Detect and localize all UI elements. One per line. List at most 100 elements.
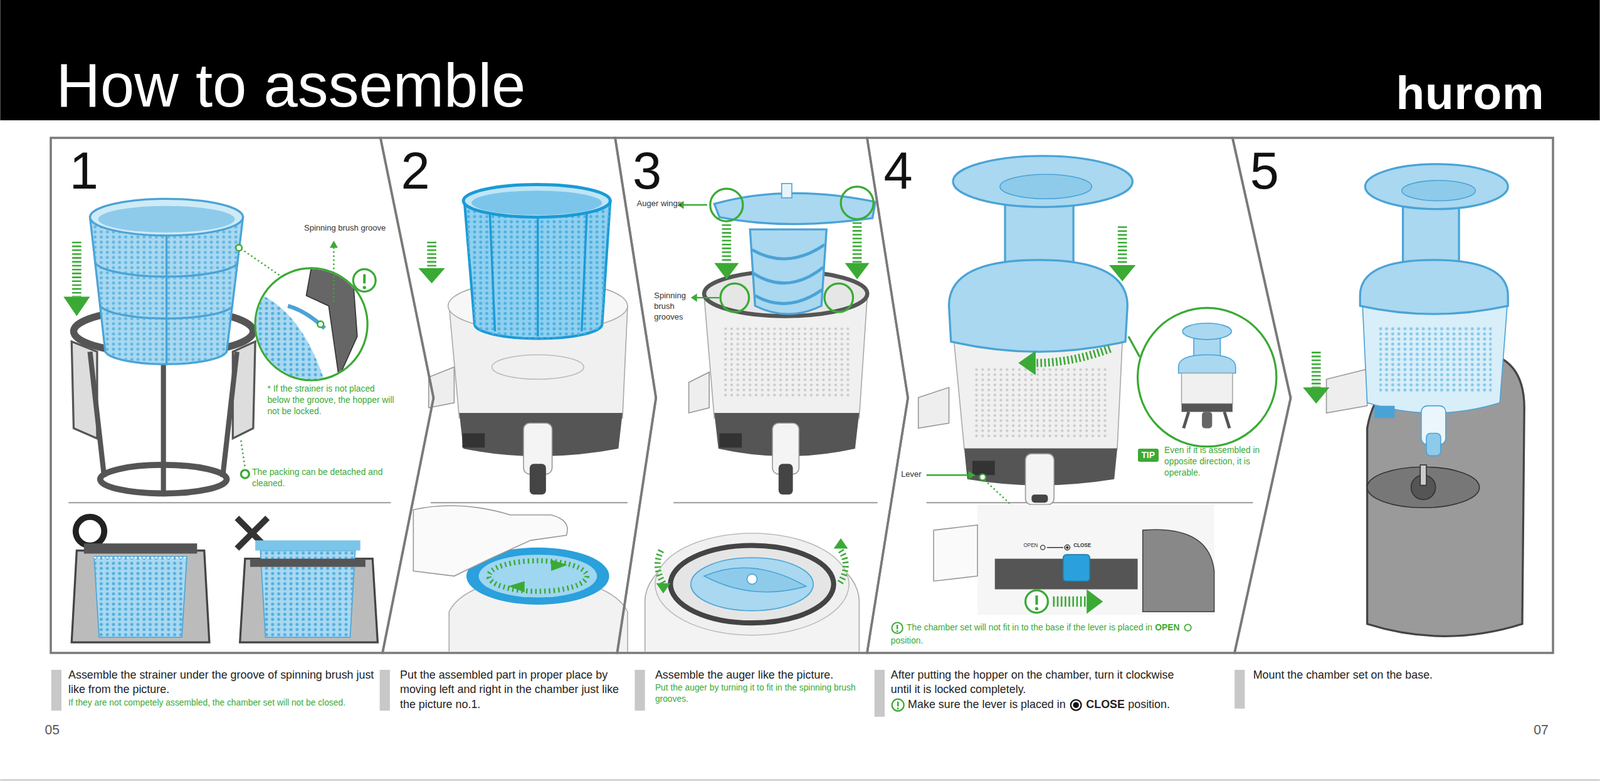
auger <box>840 186 874 220</box>
auger <box>752 245 826 260</box>
strainer-turning <box>413 505 568 577</box>
warning-icon <box>892 699 905 712</box>
green-arrow <box>63 296 90 316</box>
close-icon <box>1070 700 1082 711</box>
panel-outline <box>1232 137 1553 654</box>
tip-text: Even if it is assembled in opposite dire… <box>1164 445 1262 479</box>
auger <box>824 283 854 313</box>
step-caption: After putting the hopper on the chamber,… <box>890 668 1197 698</box>
tip-text: TIP <box>1141 450 1155 461</box>
lever-closeup <box>1142 529 1215 612</box>
step-note: If they are not competely assembled, the… <box>68 697 375 710</box>
caption-block: Assemble the strainer under the groove o… <box>68 668 375 710</box>
auger <box>852 222 863 264</box>
step-caption: Make sure the lever is placed in <box>907 698 1066 711</box>
tip-zoom <box>1128 307 1277 447</box>
step-caption: position. <box>1127 698 1170 711</box>
auger-top-view <box>746 574 757 585</box>
step-panel: 3 <box>615 137 908 654</box>
warning-icon <box>890 621 904 635</box>
juicer-on-base <box>1379 326 1492 394</box>
tip-zoom <box>1201 411 1212 429</box>
hopper-assembly <box>1018 351 1036 376</box>
strainer-placed <box>489 214 495 332</box>
auger-top-view <box>690 557 814 612</box>
right-wrong-examples <box>255 540 361 551</box>
step-number: 4 <box>883 144 913 197</box>
chamber-with-holder <box>722 326 851 399</box>
strainer-placed <box>464 201 611 340</box>
panel-outline <box>615 137 908 654</box>
auger <box>714 263 739 280</box>
strainer-placed <box>418 268 445 284</box>
chamber <box>492 354 584 380</box>
panel-outline <box>380 137 656 654</box>
strainer-placed <box>471 190 602 216</box>
lever-closeup <box>977 504 1214 616</box>
groove-zoom <box>235 245 243 252</box>
panel-outline <box>380 137 656 654</box>
tip-zoom <box>1182 323 1232 340</box>
step-caption: Mount the chamber set on the base. <box>1253 668 1540 683</box>
auger <box>677 183 876 315</box>
bottom-rule <box>0 779 1600 782</box>
groove-zoom <box>287 305 325 329</box>
right-wrong-examples <box>94 556 187 638</box>
page-title: How to assemble <box>56 55 527 117</box>
step-number: 5 <box>1250 144 1279 197</box>
step-caption: Assemble the strainer under the groove o… <box>68 668 375 698</box>
packing-leader <box>240 470 249 479</box>
lever-callout <box>968 471 975 480</box>
tip-zoom <box>1178 354 1236 374</box>
auger <box>752 267 824 284</box>
auger-top-view <box>839 551 846 584</box>
chamber-with-holder <box>778 463 794 495</box>
strainer <box>90 198 244 236</box>
brand-logo: hurom <box>1395 69 1545 117</box>
part-label: Lever <box>900 469 922 481</box>
auger <box>720 283 750 313</box>
auger <box>754 289 822 304</box>
lever-closeup <box>1086 589 1103 614</box>
auger-top-view <box>704 568 807 592</box>
groove-zoom <box>352 269 376 293</box>
step-number: 2 <box>401 144 431 197</box>
hopper-assembly <box>949 260 1128 352</box>
green-arrow <box>63 242 90 317</box>
packing-leader <box>240 440 249 479</box>
strainer-placed <box>464 201 611 340</box>
strainer-placed <box>536 217 539 337</box>
right-wrong-examples <box>75 517 105 547</box>
header-bar <box>0 0 1600 121</box>
strainer-placed <box>463 184 611 218</box>
strainer-placed <box>581 214 587 332</box>
auger <box>710 188 743 222</box>
auger <box>722 224 732 264</box>
auger <box>695 297 720 299</box>
caption-block: Assemble the auger like the picture.Put … <box>655 668 865 706</box>
hopper-assembly <box>1031 494 1048 503</box>
juicer-on-base <box>1359 260 1508 315</box>
groove-zoom <box>363 285 367 290</box>
hopper-assembly <box>918 156 1137 505</box>
right-wrong-examples <box>250 559 366 568</box>
auger <box>749 229 827 315</box>
panel-dividers <box>673 502 878 504</box>
strainer-turning <box>508 581 525 593</box>
panel-dividers <box>430 502 628 504</box>
panel-outline <box>1232 137 1553 654</box>
step-number: 1 <box>69 144 99 197</box>
right-wrong-examples <box>94 557 187 559</box>
step-note: Put the auger by turning it to fit in th… <box>655 682 865 706</box>
caption-bars <box>634 670 645 711</box>
groove-zoom <box>250 267 358 388</box>
juicer-on-base <box>1302 164 1525 637</box>
lever-closeup <box>1035 595 1038 606</box>
note-text: The packing can be detached and cleaned. <box>252 467 395 490</box>
juicer-on-base <box>1326 369 1368 414</box>
tip-zoom <box>1137 307 1277 447</box>
panel-outline <box>867 137 1291 654</box>
right-wrong-examples <box>84 543 198 554</box>
